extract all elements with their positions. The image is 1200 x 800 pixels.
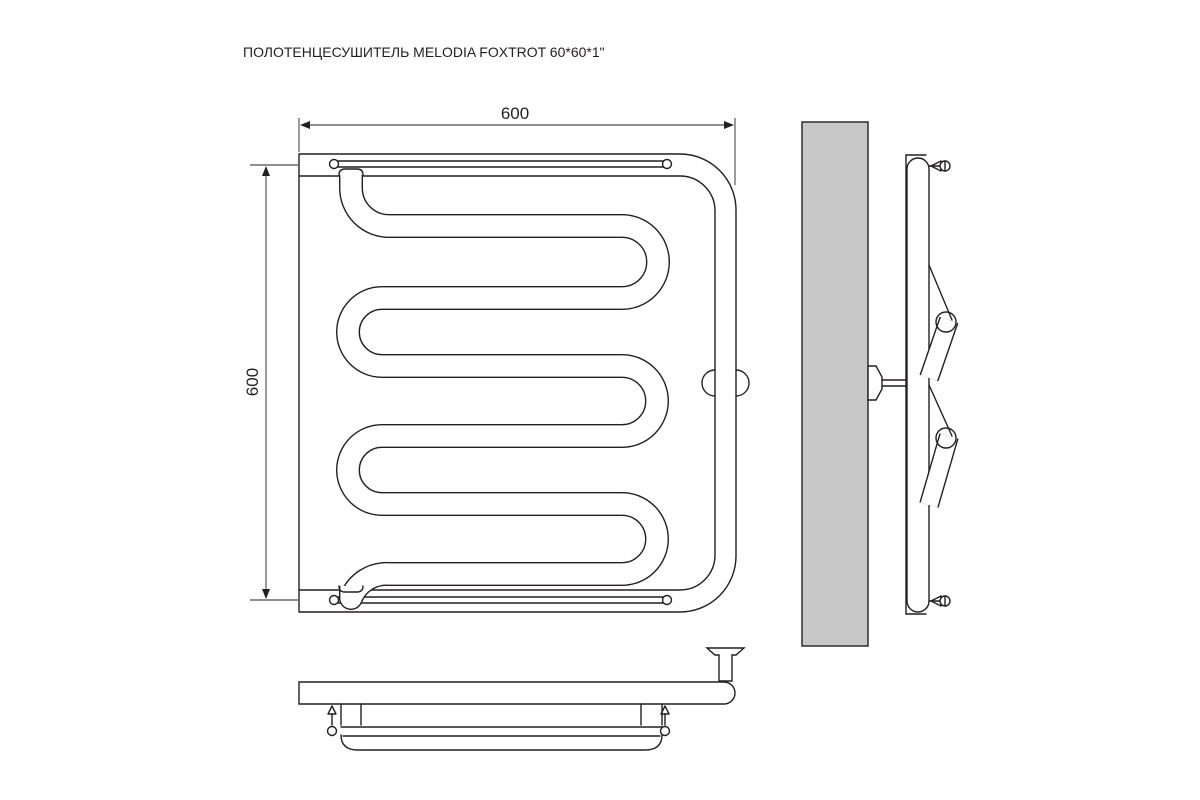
top-left-valve-icon	[326, 705, 338, 737]
top-wall-bracket	[705, 647, 746, 682]
height-dimension: 600	[243, 164, 298, 601]
width-dimension: 600	[298, 104, 736, 185]
front-view: 600 600	[243, 104, 750, 613]
wall-section	[801, 121, 869, 647]
side-view	[867, 154, 959, 615]
top-right-bolt	[661, 158, 673, 170]
width-label: 600	[501, 104, 529, 123]
frame-tube	[298, 153, 737, 613]
top-valve-icon	[928, 160, 951, 172]
bottom-valve-icon	[928, 595, 951, 607]
bottom-right-bolt	[661, 594, 673, 606]
top-left-bolt	[328, 158, 340, 170]
top-view-tube	[298, 681, 736, 705]
side-zigzag-lower	[919, 384, 959, 508]
bottom-mount-bar	[328, 594, 673, 606]
side-zigzag-upper	[919, 264, 959, 382]
top-view	[298, 647, 746, 751]
serpentine-coil	[336, 168, 670, 610]
side-vertical-tube	[906, 157, 930, 613]
height-label: 600	[243, 368, 262, 396]
top-mount-bar	[328, 158, 673, 170]
bottom-left-bolt	[328, 594, 340, 606]
middle-wall-mount	[701, 369, 750, 397]
side-wall-bracket	[867, 365, 908, 401]
top-right-valve-icon	[659, 705, 671, 737]
drawing-title: ПОЛОТЕНЦЕСУШИТЕЛЬ MELODIA FOXTROT 60*60*…	[243, 44, 605, 60]
